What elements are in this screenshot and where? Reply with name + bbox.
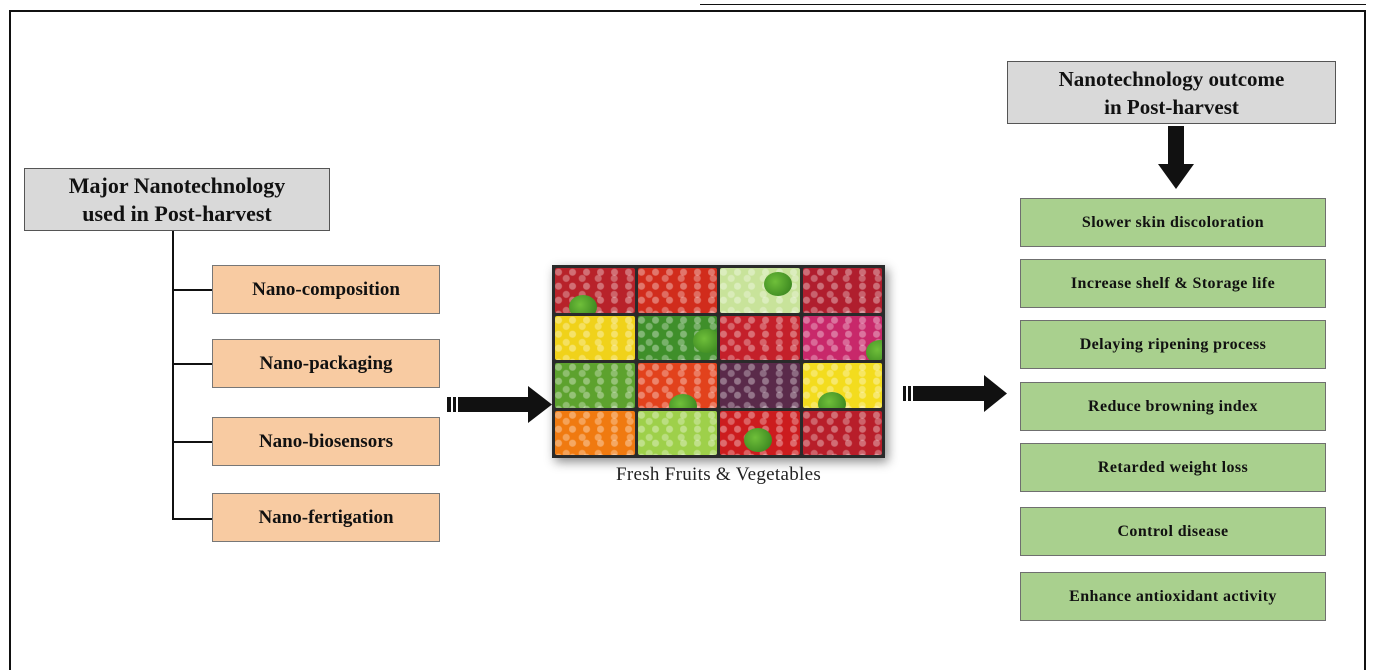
produce-crate bbox=[637, 268, 717, 313]
outcome-header: Nanotechnology outcome in Post-harvest bbox=[1007, 61, 1336, 124]
produce-crate bbox=[555, 268, 635, 313]
produce-crate bbox=[802, 268, 882, 313]
tree-branch bbox=[172, 518, 212, 520]
outcome-box-ripening: Delaying ripening process bbox=[1020, 320, 1326, 369]
outcome-box-antioxidant: Enhance antioxidant activity bbox=[1020, 572, 1326, 621]
top-rule bbox=[700, 4, 1366, 5]
technology-header-line2: used in Post-harvest bbox=[82, 200, 272, 226]
tree-branch bbox=[172, 363, 212, 365]
produce-crate bbox=[555, 315, 635, 360]
produce-crate bbox=[637, 410, 717, 455]
leaf-garnish bbox=[569, 294, 598, 313]
outcome-box-shelf-life: Increase shelf & Storage life bbox=[1020, 259, 1326, 308]
technology-box-nano-fertigation: Nano-fertigation bbox=[212, 493, 440, 542]
tree-branch bbox=[172, 289, 212, 291]
technology-header: Major Nanotechnology used in Post-harves… bbox=[24, 168, 330, 231]
outcome-header-line2: in Post-harvest bbox=[1104, 94, 1239, 119]
technology-header-line1: Major Nanotechnology bbox=[68, 172, 286, 198]
outcome-box-browning: Reduce browning index bbox=[1020, 382, 1326, 431]
outcome-header-line1: Nanotechnology outcome bbox=[1058, 66, 1285, 91]
leaf-garnish bbox=[866, 339, 882, 360]
produce-crate bbox=[720, 315, 800, 360]
fresh-produce-image bbox=[552, 265, 885, 458]
arrow-down-icon bbox=[1158, 126, 1194, 189]
leaf-garnish bbox=[669, 394, 698, 408]
produce-crate bbox=[802, 363, 882, 408]
arrow-right-icon bbox=[903, 375, 1007, 412]
technology-box-nano-biosensors: Nano-biosensors bbox=[212, 417, 440, 466]
leaf-garnish bbox=[818, 391, 847, 408]
arrow-right-icon bbox=[447, 386, 552, 423]
leaf-garnish bbox=[743, 428, 772, 453]
tree-branch bbox=[172, 441, 212, 443]
outcome-box-weight-loss: Retarded weight loss bbox=[1020, 443, 1326, 492]
produce-crate bbox=[637, 363, 717, 408]
produce-crate bbox=[720, 410, 800, 455]
produce-caption: Fresh Fruits & Vegetables bbox=[615, 464, 822, 485]
diagram-frame bbox=[9, 10, 1366, 670]
arrows-layer bbox=[447, 126, 1194, 423]
produce-crate bbox=[802, 410, 882, 455]
outcome-box-skin-discoloration: Slower skin discoloration bbox=[1020, 198, 1326, 247]
leaf-garnish bbox=[693, 328, 717, 353]
produce-crate bbox=[720, 268, 800, 313]
technology-box-nano-composition: Nano-composition bbox=[212, 265, 440, 314]
produce-crate bbox=[637, 315, 717, 360]
tree-trunk bbox=[172, 231, 174, 520]
technology-box-nano-packaging: Nano-packaging bbox=[212, 339, 440, 388]
leaf-garnish bbox=[763, 272, 792, 297]
outcome-box-disease: Control disease bbox=[1020, 507, 1326, 556]
produce-crate bbox=[720, 363, 800, 408]
produce-crate bbox=[555, 363, 635, 408]
produce-crate bbox=[555, 410, 635, 455]
produce-crate bbox=[802, 315, 882, 360]
